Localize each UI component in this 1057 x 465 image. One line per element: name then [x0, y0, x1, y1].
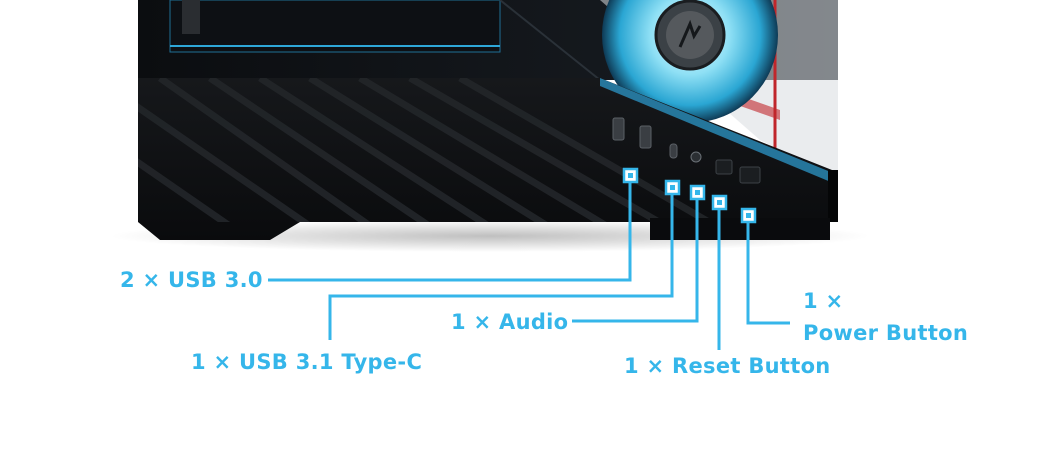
audio-jack [690, 151, 702, 163]
callout-label-power-button: Power Button [803, 321, 969, 345]
callout-line-audio [572, 193, 699, 323]
rgb-fan-icon [602, 0, 778, 123]
reset-button [715, 159, 733, 175]
callout-label-reset: 1 × Reset Button [624, 354, 831, 378]
callout-label-usb30: 2 × USB 3.0 [120, 268, 263, 292]
marker-audio [689, 184, 706, 201]
callout-lines [268, 176, 790, 350]
callout-line-typec [328, 188, 674, 340]
marker-typec [664, 179, 681, 196]
usb30-port-1 [612, 117, 625, 141]
power-button [739, 166, 761, 184]
marker-power [740, 207, 757, 224]
callout-markers [622, 167, 757, 224]
callout-label-power-count: 1 × [803, 289, 844, 313]
callout-line-power [746, 216, 790, 325]
callout-line-usb30 [268, 176, 632, 282]
usb30-port-2 [639, 125, 652, 149]
usb-typec-port [669, 143, 678, 159]
callout-label-typec: 1 × USB 3.1 Type-C [191, 350, 423, 374]
case-base [138, 78, 838, 240]
marker-reset [711, 194, 728, 211]
marker-usb30 [622, 167, 639, 184]
front-io-ports [612, 117, 761, 184]
callout-label-audio: 1 × Audio [451, 310, 569, 334]
